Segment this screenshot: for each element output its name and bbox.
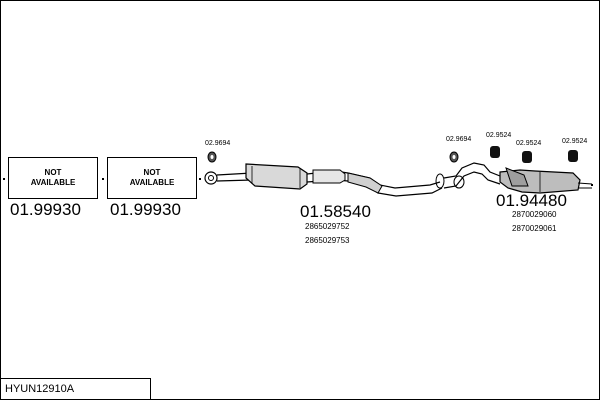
model-code: HYUN12910A	[5, 383, 75, 395]
not-available-line1: NOT	[44, 168, 62, 177]
front-silencer-icon	[245, 163, 308, 190]
oem-number: 2865029753	[305, 236, 350, 245]
tail-pipe-clamp-icon	[453, 175, 465, 189]
not-available-line2: AVAILABLE	[30, 178, 76, 187]
mid-flange-icon	[435, 173, 445, 189]
front-flange-icon	[204, 171, 218, 185]
marker-dot	[3, 178, 5, 180]
marker-dot	[199, 178, 201, 180]
marker-dot	[102, 178, 104, 180]
rubber-mount-icon	[522, 151, 532, 163]
fitting-label[interactable]: 02.9694	[446, 136, 472, 143]
gasket-icon	[207, 151, 217, 163]
rubber-mount-icon	[490, 146, 500, 158]
oem-number: 2870029061	[512, 224, 557, 233]
center-resonator-icon	[312, 169, 383, 194]
rubber-mount-icon	[568, 150, 578, 162]
gasket-icon	[449, 151, 459, 163]
fitting-label[interactable]: 02.9524	[516, 140, 542, 147]
fitting-label[interactable]: 02.9524	[486, 132, 512, 139]
part-number-rear-muffler[interactable]: 01.94480	[496, 191, 567, 210]
oem-number: 2865029752	[305, 222, 350, 231]
oem-number: 2870029060	[512, 210, 557, 219]
not-available-line2: AVAILABLE	[129, 178, 175, 187]
model-code-box: HYUN12910A	[0, 378, 151, 399]
fitting-label[interactable]: 02.9524	[562, 138, 588, 145]
part-number-placeholder-1[interactable]: 01.99930	[10, 200, 81, 219]
fitting-label[interactable]: 02.9694	[205, 140, 231, 147]
not-available-line1: NOT	[143, 168, 161, 177]
rear-silencer-icon	[499, 167, 593, 194]
part-number-front-pipe[interactable]: 01.58540	[300, 202, 371, 221]
part-number-placeholder-2[interactable]: 01.99930	[110, 200, 181, 219]
